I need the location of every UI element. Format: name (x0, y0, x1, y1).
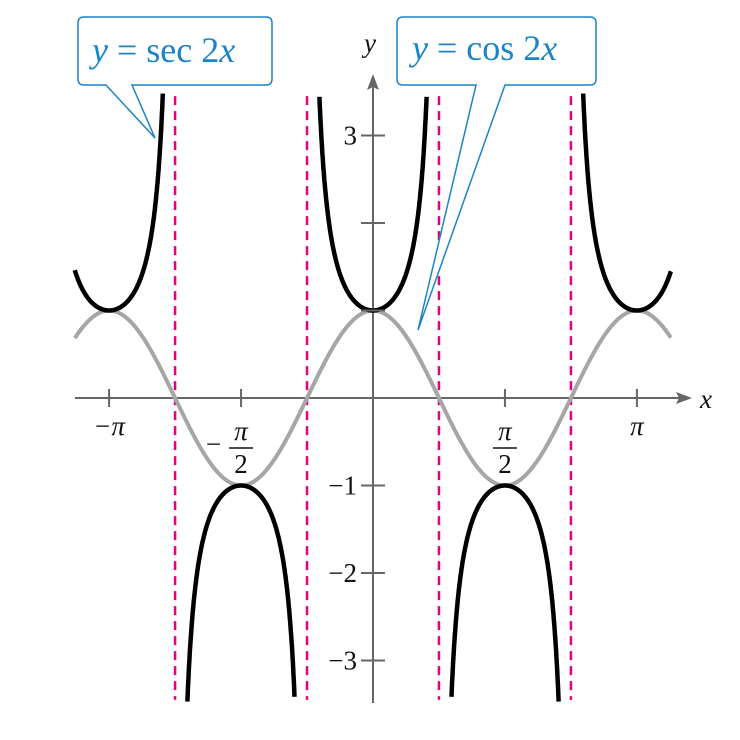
y-axis-arrow (367, 74, 379, 90)
x-tick-num: π (498, 416, 513, 446)
y-tick-label: −3 (328, 646, 357, 676)
y-tick-label: −2 (328, 558, 357, 588)
x-axis-label: x (699, 384, 712, 414)
callout-cos: y = cos 2x (396, 16, 597, 331)
sec-curve (72, 93, 166, 313)
x-tick-num: π (234, 416, 249, 446)
y-tick-label: −1 (328, 471, 357, 501)
callout-sec: y = sec 2x (77, 16, 273, 139)
x-tick-den: 2 (498, 449, 512, 479)
x-axis-arrow (676, 392, 692, 404)
y-tick-label: 3 (344, 121, 358, 151)
sec-curve (185, 483, 297, 702)
x-tick-den: 2 (234, 449, 248, 479)
x-tick-sign: − (206, 429, 221, 459)
callout-sec-text: y = sec 2x (89, 30, 235, 70)
x-tick-label: −π (93, 411, 126, 441)
y-axis-label: y (361, 28, 376, 58)
callout-cos-text: y = cos 2x (409, 28, 557, 68)
x-tick-label: π (630, 411, 645, 441)
sec-curve (449, 483, 561, 702)
sec-curve (580, 93, 673, 313)
